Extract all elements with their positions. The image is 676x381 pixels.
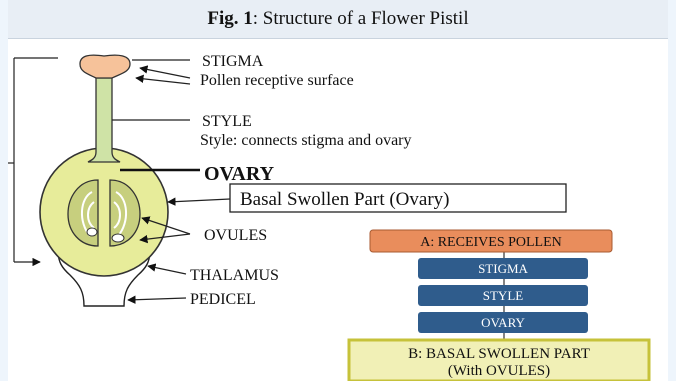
flowchart: A: RECEIVES POLLEN STIGMA STYLE OVARY B:… [349,230,649,381]
flow-step-ovary-text: OVARY [481,315,525,330]
style-description: Style: connects stigma and ovary [200,132,412,149]
flow-step-stigma-text: STIGMA [478,261,528,276]
thalamus-label: THALAMUS [190,267,279,284]
pedicel-label: PEDICEL [190,291,256,308]
flow-step-style-text: STYLE [483,288,524,303]
stigma-description: Pollen receptive surface [200,72,354,89]
ovary-label: OVARY [204,163,275,185]
stigma-label: STIGMA [202,53,264,70]
diagram-panel: STIGMA Pollen receptive surface STYLE St… [8,39,668,381]
flow-bottom-text-2: (With OVULES) [448,363,550,379]
ovary-shape [40,148,168,276]
flow-bottom-text-1: B: BASAL SWOLLEN PART [408,346,590,362]
stigma-shape [80,55,130,78]
style-label: STYLE [202,113,252,130]
ovary-callout-text: Basal Swollen Part (Ovary) [240,189,449,210]
flow-top-text: A: RECEIVES POLLEN [420,235,562,250]
ovules-label: OVULES [204,227,267,244]
